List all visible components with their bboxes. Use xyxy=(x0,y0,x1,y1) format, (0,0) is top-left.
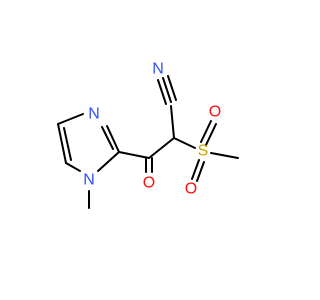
bond-co-c2 xyxy=(118,151,150,159)
bond-s-o2-b xyxy=(196,161,205,182)
atom-imidazole-n3: N xyxy=(88,106,100,123)
bond-c2-n3 xyxy=(106,125,120,153)
bond-c5-n1 xyxy=(65,162,81,172)
bond-c4-c5 xyxy=(57,123,67,164)
bond-s-methyl xyxy=(210,152,239,159)
bond-c2-n3-inner xyxy=(101,126,114,150)
bond-c4-c5-inner xyxy=(63,127,72,161)
bond-s-o1-b xyxy=(205,123,217,146)
bond-nitrile-3 xyxy=(167,75,177,101)
atom-labels: N N N O S O O xyxy=(83,61,221,198)
atom-nitrile-n: N xyxy=(152,61,164,78)
atom-sulfonyl-o2: O xyxy=(185,181,197,198)
bond-s-o2-a xyxy=(191,159,200,180)
bond-n1-c2 xyxy=(97,151,120,172)
bonds xyxy=(57,75,239,209)
bond-ch-s xyxy=(173,137,196,149)
bond-cn-ch xyxy=(170,105,175,139)
bond-n3-c4 xyxy=(57,113,84,125)
atom-sulfur: S xyxy=(198,143,209,160)
structure-svg: N N N O S O O xyxy=(57,61,239,209)
atom-sulfonyl-o1: O xyxy=(209,104,221,121)
atom-imidazole-n1: N xyxy=(83,172,95,189)
bond-s-o1-a xyxy=(200,120,212,143)
atom-carbonyl-o: O xyxy=(143,175,155,192)
bond-ch-co xyxy=(148,137,175,159)
molecule-diagram: N N N O S O O xyxy=(57,61,239,209)
bond-nitrile-2 xyxy=(162,77,172,103)
bond-nitrile-1 xyxy=(157,79,167,105)
